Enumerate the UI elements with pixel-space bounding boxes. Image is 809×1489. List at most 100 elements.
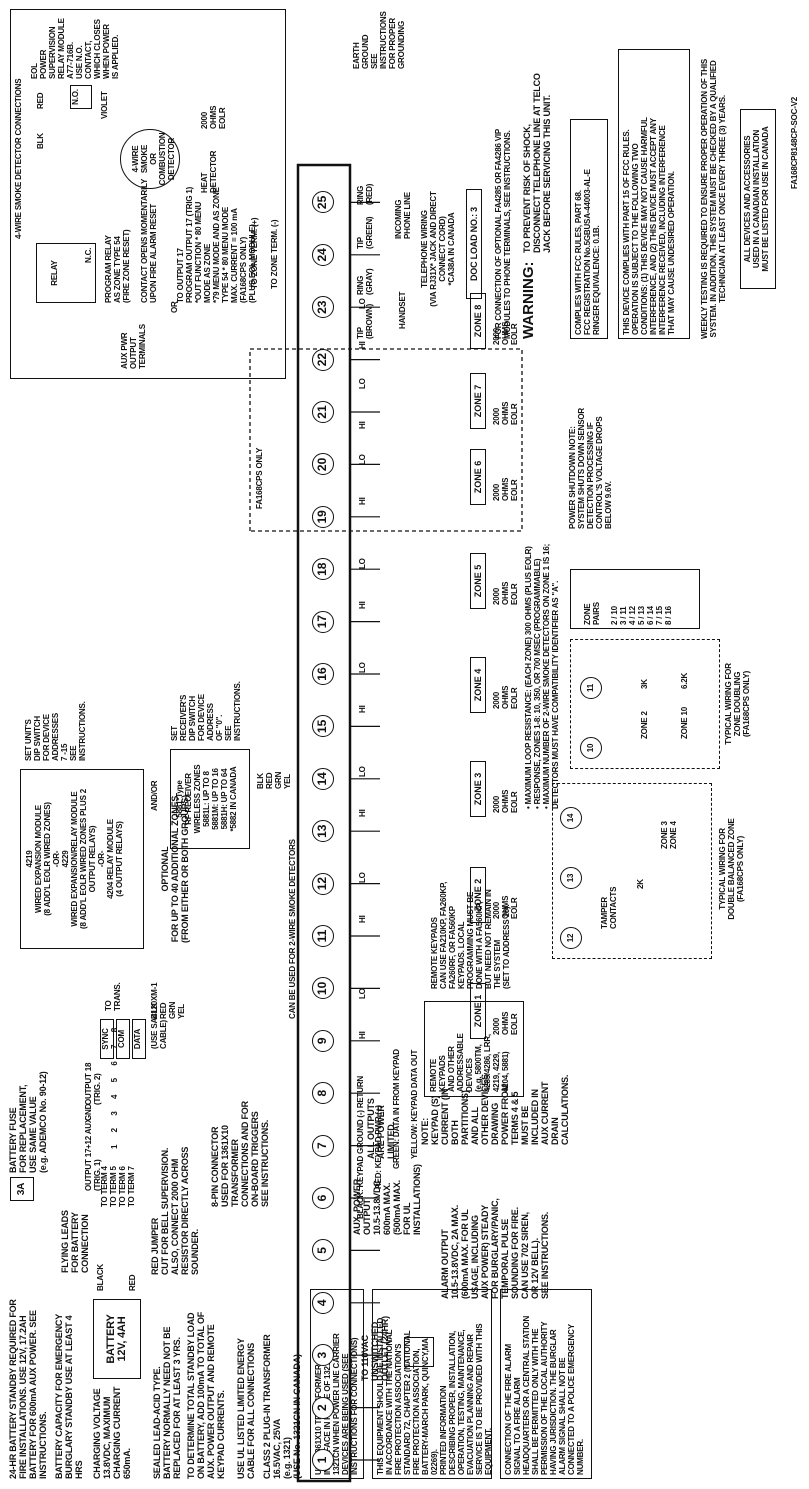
aux-pwr-terminals-label: AUX PWR OUTPUT TERMINALS (120, 324, 147, 369)
res-3k-label: 3K (640, 679, 649, 689)
telephone-wiring-note: TELEPHONE WIRING (VIA RJ31X* JACK AND DI… (420, 191, 456, 307)
zone-lo-label: LO (358, 872, 367, 883)
data-pin-label: DATA (132, 1019, 146, 1059)
zone-hi-label: HI (358, 1031, 367, 1039)
zone-lo-label: LO (358, 766, 367, 777)
tamper-contacts-label: TAMPER CONTACTS (600, 886, 618, 929)
relay-label: RELAY (50, 260, 59, 286)
to-trans-label: TO TRANS. (104, 982, 122, 1011)
no-contact-box: N.O. (70, 85, 92, 109)
res-6-2k-label: 6.2K (680, 672, 689, 689)
and-or-label: AND/OR (150, 780, 159, 811)
zone-hi-label: HI (358, 705, 367, 713)
zone-label: ZONE 7 (470, 373, 486, 429)
zone-lo-label: LO (358, 662, 367, 673)
smoke-detector-icon: 4-WIRE SMOKE OR COMBUSTION DETECTOR (120, 129, 180, 189)
tip-brown-label: TIP (BROWN) (356, 303, 374, 339)
ring-red-label: RING (RED) (356, 183, 374, 205)
terminal-9: 9 (312, 1029, 334, 1052)
zone-lo-label: LO (358, 988, 367, 999)
battery-fuse-icon: 3A (10, 1177, 34, 1201)
relay-nc-label: N.C. (84, 247, 93, 263)
keypad-data-out-wire: YELLOW: KEYPAD DATA OUT (410, 1049, 419, 1159)
res-2k-label: 2K (636, 879, 645, 889)
blk-wire-label: BLK (36, 133, 45, 149)
power-shutdown-note: POWER SHUTDOWN NOTE: SYSTEM SHUTS DOWN S… (568, 408, 613, 529)
violet-wire-label: VIOLET (100, 91, 109, 119)
double-balanced-caption: TYPICAL WIRING FOR DOUBLE BALANCED ZONE … (718, 818, 745, 920)
fa168-only-box (249, 348, 523, 532)
keypad-data-in-wire: GREEN: DATA IN FROM KEYPAD (392, 1049, 401, 1169)
zone-label: ZONE 6 (470, 449, 486, 505)
handset-label: HANDSET (398, 291, 407, 329)
sync-pin-label: SYNC (100, 1019, 114, 1059)
zone-label: ZONE 2 (470, 867, 486, 923)
battery-standby-note: 24-HR BATTERY STANDBY REQUIRED FOR FIRE … (8, 1299, 48, 1479)
terminal-14: 14 (312, 767, 334, 790)
ring-gray-label: RING (GRAY) (356, 268, 374, 295)
zone-hi-label: HI (358, 421, 367, 429)
fcc-part15-box: THIS DEVICE COMPLIES WITH PART 15 OF FCC… (618, 49, 690, 339)
zone-10-label: ZONE 10 (680, 707, 689, 739)
nfpa-notice-box: THIS EQUIPMENT SHOULD BE INSTALLED IN AC… (372, 1289, 493, 1479)
zone-eolr-label: 2000 OHMS EOLR (492, 895, 519, 919)
class2-transformer-note: CLASS 2 PLUG-IN TRANSFORMER 16.5VAC, 25V… (262, 1334, 302, 1479)
red-wire-label: RED (36, 92, 45, 109)
keypad-power-wire: RED: KEYPAD PWR (+) (374, 1105, 383, 1189)
terminal-11-icon: 11 (580, 677, 602, 699)
module-dip-switch-note: SET UNIT'S DIP SWITCH FOR DEVICE ADDRESS… (24, 701, 87, 761)
fcc-part68-box: COMPLIES WITH FCC RULES, PART 68. FCC RE… (570, 119, 608, 339)
contact-opens-note: CONTACT OPENS MOMENTARILY UPON FIRE ALAR… (140, 178, 158, 303)
warning-heading: WARNING: (520, 261, 537, 340)
incoming-line-label: INCOMING PHONE LINE (394, 192, 412, 239)
aux-12v-label: +12 AUX (84, 1118, 93, 1149)
zone-hi-label: HI (358, 497, 367, 505)
zone-term-negative: TO ZONE TERM. (-) (270, 219, 279, 289)
doc-load-box: DOC LOAD NO.: 3 (466, 189, 482, 299)
zone-label: ZONE 8 (470, 293, 486, 349)
eight-pin-connector-note: 8-PIN CONNECTOR USED FOR 1361X10 TRANSFO… (210, 1101, 270, 1207)
central-station-notice-box: CONNECTION OF THE FIRE ALARM SIGNAL TO A… (500, 1289, 592, 1479)
zone-label: ZONE 1 (470, 983, 486, 1039)
or-label: OR (170, 301, 179, 313)
four-wire-smoke-title: 4-WIRE SMOKE DETECTOR CONNECTIONS (14, 78, 23, 239)
red-lead-label: RED (128, 1274, 137, 1291)
zone-label: ZONE 5 (470, 553, 486, 609)
zone-eolr-label: 2000 OHMS EOLR (492, 477, 519, 501)
unswitched-outlet-note: TO 110VAC UNSWITCHED OUTLET (24HR) (360, 1316, 390, 1381)
zone-pairs-title: ZONE PAIRS (583, 602, 601, 625)
zone-lo-label: LO (358, 454, 367, 465)
plug-transformer-icon (404, 1337, 434, 1367)
zone-specs-bullets: • MAXIMUM LOOP RESISTANCE: (EACH ZONE) 3… (524, 543, 560, 809)
terminal-24: 24 (312, 243, 334, 266)
com-pin-label: COM (116, 1019, 130, 1059)
program-relay-note: PROGRAM RELAY AS ZONE TYPE 54 (FIRE ZONE… (104, 229, 131, 304)
zone-lo-label: LO (358, 558, 367, 569)
zone3-zone4-label: ZONE 3 ZONE 4 (660, 821, 678, 849)
terminal-4: 4 (312, 1291, 334, 1314)
terminal-10-icon: 10 (580, 737, 602, 759)
fa168-only-label: FA168CPS ONLY (255, 447, 264, 509)
terminal-13-icon: 13 (560, 867, 582, 889)
terminal-12-icon: 12 (560, 927, 582, 949)
zone-eolr-label: 2000 OHMS EOLR (492, 1011, 519, 1035)
terminal-17: 17 (312, 610, 334, 633)
zone-eolr-label: 2000 OHMS EOLR (492, 685, 519, 709)
heat-detector-label: HEAT DETECTOR (200, 150, 218, 193)
terminal-strip-box (296, 163, 352, 1483)
zone-hi-label: HI (358, 915, 367, 923)
battery-fuse-note: BATTERY FUSE FOR REPLACEMENT, USE SAME V… (8, 1071, 48, 1173)
terminal-16: 16 (312, 663, 334, 685)
eol-power-supervision-note: EOL POWER SUPERVISION RELAY MODULE A77-7… (30, 18, 120, 79)
gnd-label: GND (84, 1103, 93, 1121)
document-code: FA168CP8148CP-SOC-V2 (790, 96, 799, 189)
connector-wire-colors: BLK RED GRN YEL (150, 1001, 186, 1019)
zone-pairs-table: ZONE PAIRS 2 / 10 3 / 11 4 / 12 5 / 13 6… (570, 569, 700, 629)
terminal-7: 7 (312, 1134, 334, 1157)
zone-eolr-label: 2000 OHMS EOLR (492, 581, 519, 605)
connector-term-list: TO TERM 4 TO TERM 5 TO TERM 6 TO TERM 7 (100, 1166, 136, 1207)
zone-eolr-label: 2000 OHMS EOLR (492, 401, 519, 425)
